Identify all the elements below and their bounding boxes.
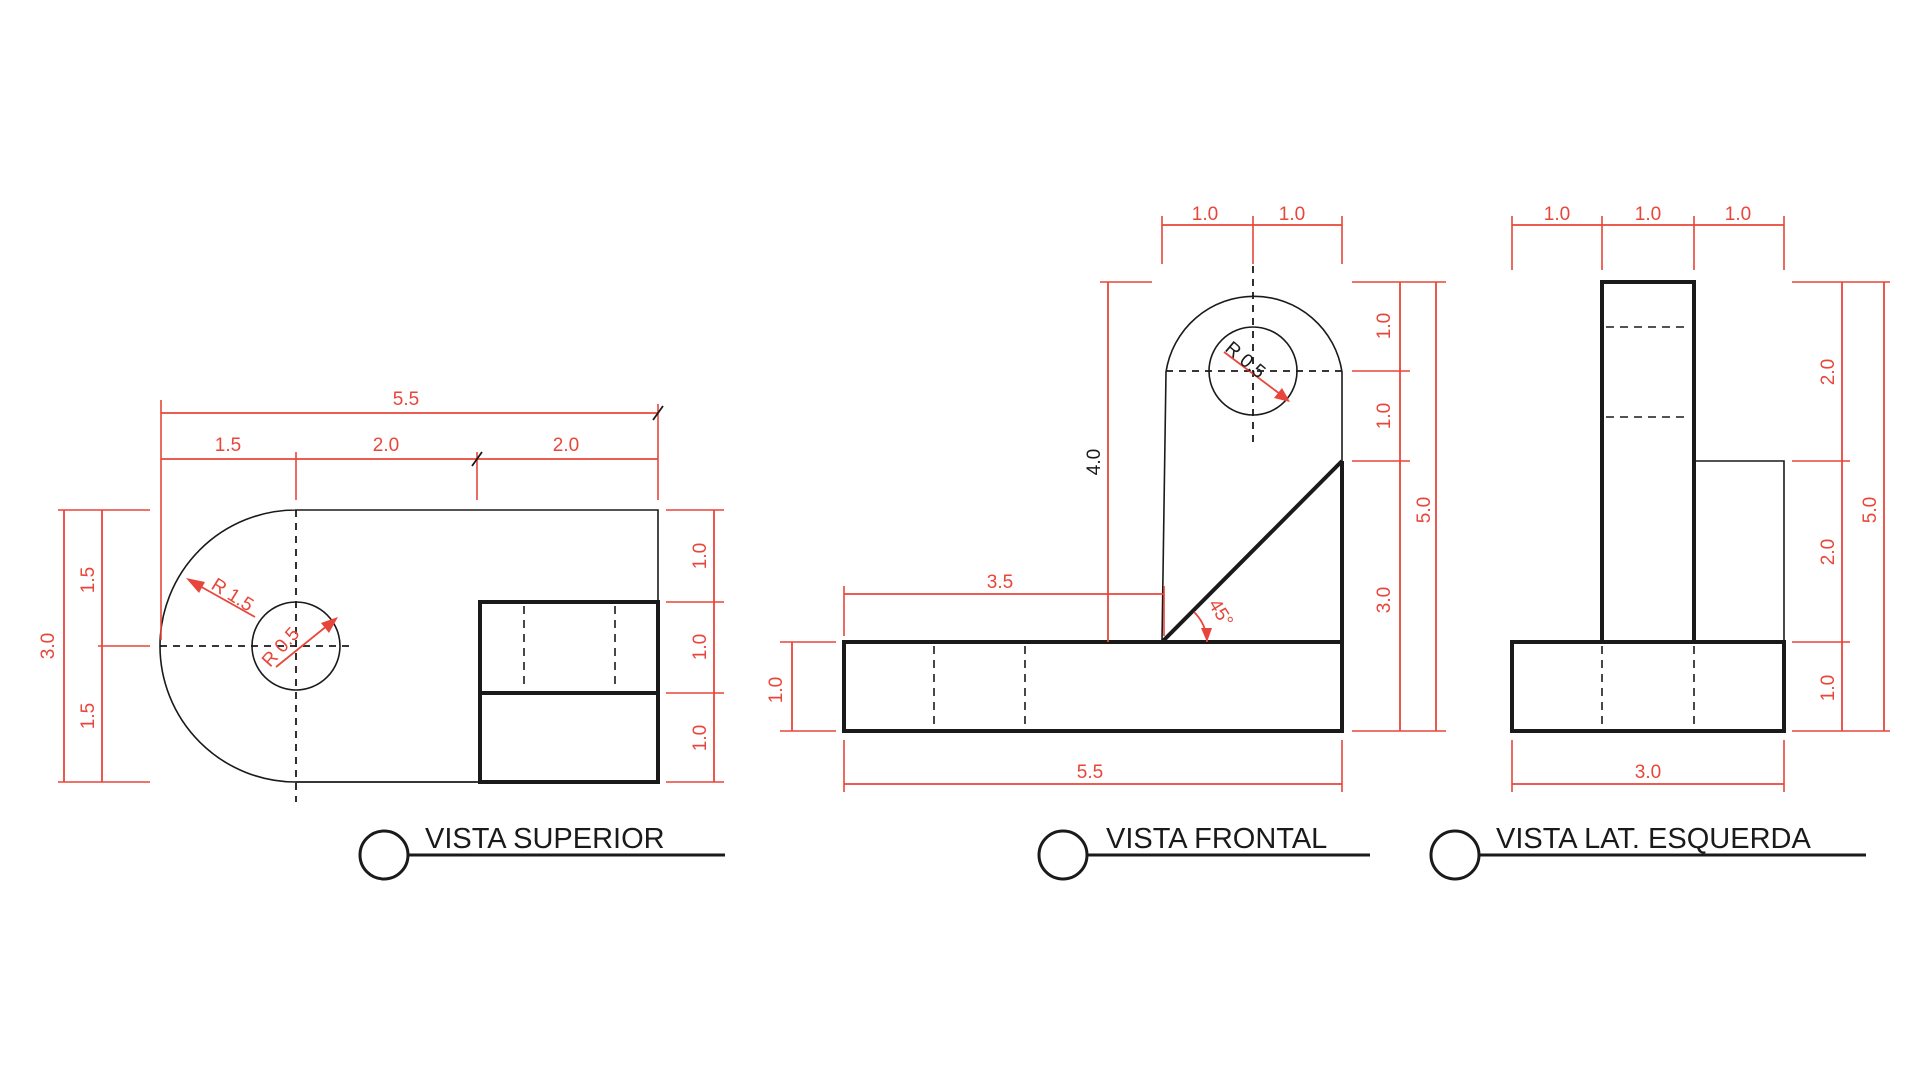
top-view: R 1.5 R 0.5 5.5 1.5 2.0 2.0 1.5 1.5 3.0 …	[38, 389, 725, 881]
top-view-label-right-bottom: 1.0	[690, 725, 711, 751]
front-view-radius-label: R 0.5	[1221, 338, 1269, 383]
front-view-upright	[1161, 295, 1343, 643]
front-view-title: VISTA FRONTAL	[1106, 823, 1327, 855]
top-view-tick-overall	[652, 405, 664, 421]
side-view-label-bottom: 3.0	[1635, 762, 1661, 783]
front-view-angle-label: 45°	[1204, 596, 1237, 631]
side-view-base	[1510, 640, 1786, 733]
top-view-tick-seg	[471, 451, 483, 467]
side-view-label-left-lower: 1.0	[1818, 675, 1839, 701]
side-view-label-left-mid: 2.0	[1818, 539, 1839, 565]
top-view-outline	[159, 509, 659, 783]
top-view-radius-outer-arrow	[186, 578, 205, 593]
side-view-rib	[1693, 460, 1785, 643]
top-view-label-seg-mid: 2.0	[373, 435, 399, 456]
top-view-title: VISTA SUPERIOR	[425, 823, 665, 855]
side-view-label-overall-height: 5.0	[1860, 497, 1881, 523]
side-view-label-top-right: 1.0	[1725, 204, 1751, 225]
side-view-label-top-left: 1.0	[1544, 204, 1570, 225]
front-view-label-overall-height: 5.0	[1414, 497, 1435, 523]
top-view-label-height-upper: 1.5	[78, 567, 99, 593]
top-view-radius-hole-label: R 0.5	[258, 624, 304, 672]
top-view-radius-hole-arrow	[321, 617, 338, 633]
front-view-label-right-lower: 3.0	[1374, 587, 1395, 613]
front-view-label-base: 1.0	[766, 677, 787, 703]
top-view-label-seg-right: 2.0	[553, 435, 579, 456]
front-view-label-bottom: 5.5	[1077, 762, 1103, 783]
front-view-label-right-upper: 1.0	[1374, 313, 1395, 339]
front-view-title-marker	[1037, 829, 1089, 881]
front-view-label-top-left: 1.0	[1192, 204, 1218, 225]
top-view-radius-outer-leader	[197, 584, 256, 618]
front-view-label-40: 4.0	[1084, 449, 1105, 475]
side-view-upright	[1600, 280, 1696, 644]
front-view-label-right-mid: 1.0	[1374, 403, 1395, 429]
front-view-label-top-right: 1.0	[1279, 204, 1305, 225]
top-view-label-overall: 5.5	[393, 389, 419, 410]
front-view-angle-arrow	[1201, 628, 1212, 642]
front-view-rib-diagonal	[1160, 459, 1344, 644]
front-view-radius-arrow	[1274, 388, 1290, 402]
front-view-base	[842, 640, 1344, 733]
top-view-label-height-lower: 1.5	[78, 703, 99, 729]
side-view-label-top-mid: 1.0	[1635, 204, 1661, 225]
front-view: R 0.5 45° 1.0 1.0 4.0 3.5 1.0 5.5	[766, 204, 1446, 881]
top-view-radius-hole-leader	[275, 624, 329, 668]
top-view-label-right-top: 1.0	[690, 543, 711, 569]
side-view-title: VISTA LAT. ESQUERDA	[1496, 823, 1811, 855]
side-view-label-left-upper: 2.0	[1818, 359, 1839, 385]
front-view-radius-leader	[1223, 351, 1281, 395]
top-view-radius-outer-label: R 1.5	[207, 574, 257, 616]
side-view: 1.0 1.0 1.0 2.0 2.0 1.0 5.0 3.0 VISTA LA…	[1429, 204, 1890, 881]
top-view-label-height-total: 3.0	[38, 633, 59, 659]
side-view-title-marker	[1429, 829, 1481, 881]
front-view-angle-arc	[1193, 611, 1208, 643]
top-view-title-marker	[358, 829, 410, 881]
top-view-label-seg-left: 1.5	[215, 435, 241, 456]
top-view-label-right-mid: 1.0	[690, 634, 711, 660]
front-view-label-35: 3.5	[987, 572, 1013, 593]
